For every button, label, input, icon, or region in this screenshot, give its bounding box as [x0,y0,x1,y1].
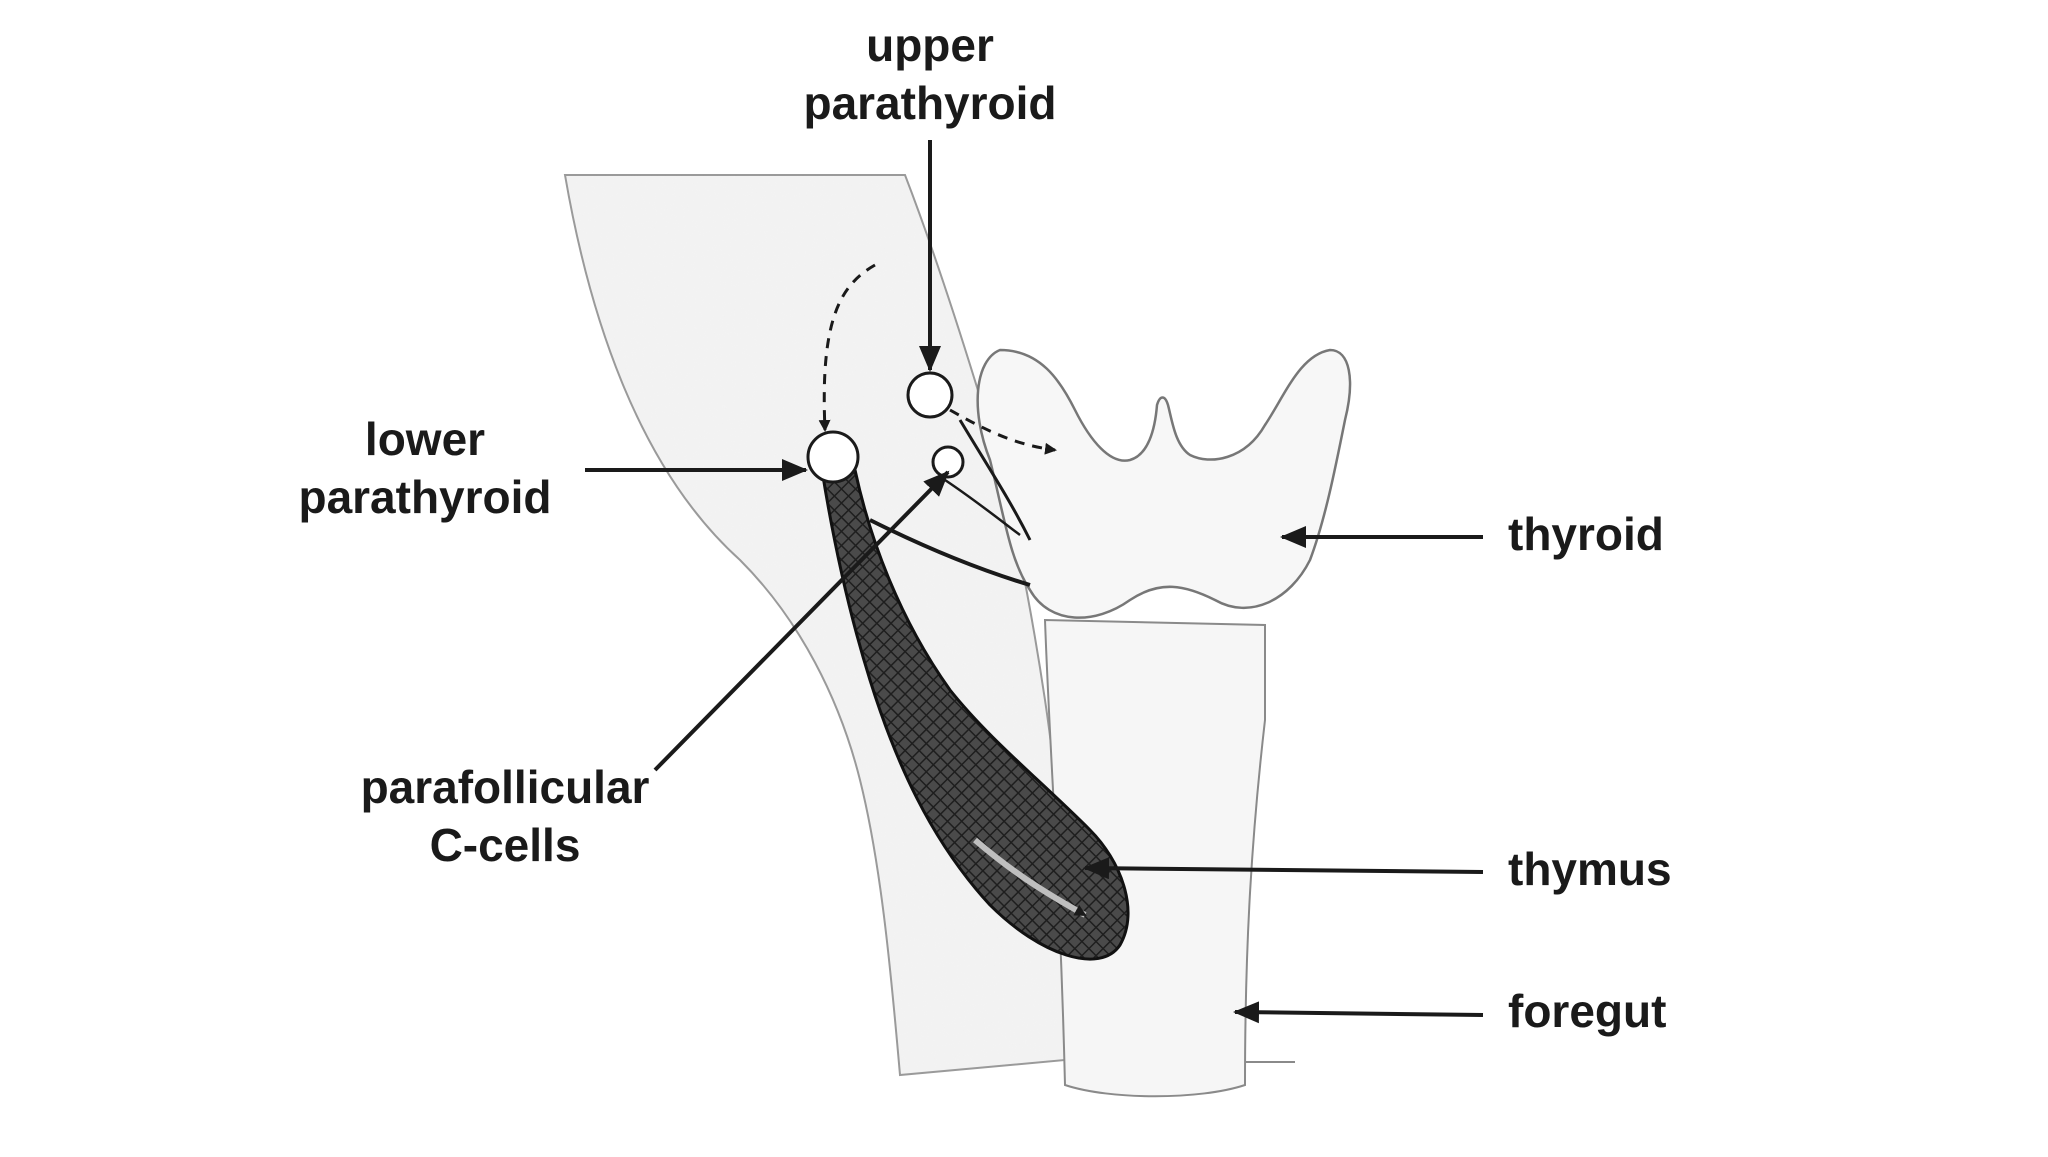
label-foregut: foregut [1508,985,1667,1037]
label-upper-parathyroid-line1: upper [866,19,994,71]
label-parafollicular: parafollicular C-cells [340,758,670,874]
label-parafollicular-line1: parafollicular [360,761,650,813]
dashed-arrow-lower [818,263,876,432]
thymus-migration-arrow [973,837,1087,918]
dashed-arrow-upper [949,408,1057,455]
label-upper-parathyroid-line2: parathyroid [803,77,1057,129]
label-thyroid: thyroid [1508,508,1664,560]
label-lower-parathyroid-line2: parathyroid [298,471,552,523]
thymus-body [820,468,1130,961]
label-parafollicular-line2: C-cells [429,819,581,871]
strand-mid [944,478,1021,536]
pointer-thymus [1083,857,1484,880]
label-lower-parathyroid: lower parathyroid [280,410,570,526]
wall-texture [565,175,1067,1070]
label-lower-parathyroid-line1: lower [364,413,486,465]
pointer-foregut [1233,1001,1484,1024]
label-upper-parathyroid: upper parathyroid [780,16,1080,132]
thyroid-gland [976,348,1352,619]
strand-upper [958,419,1032,541]
lower-parathyroid-circle [806,430,860,484]
label-thymus: thymus [1508,843,1672,895]
upper-parathyroid-circle [906,371,954,419]
pointer-c-cells [653,470,950,772]
